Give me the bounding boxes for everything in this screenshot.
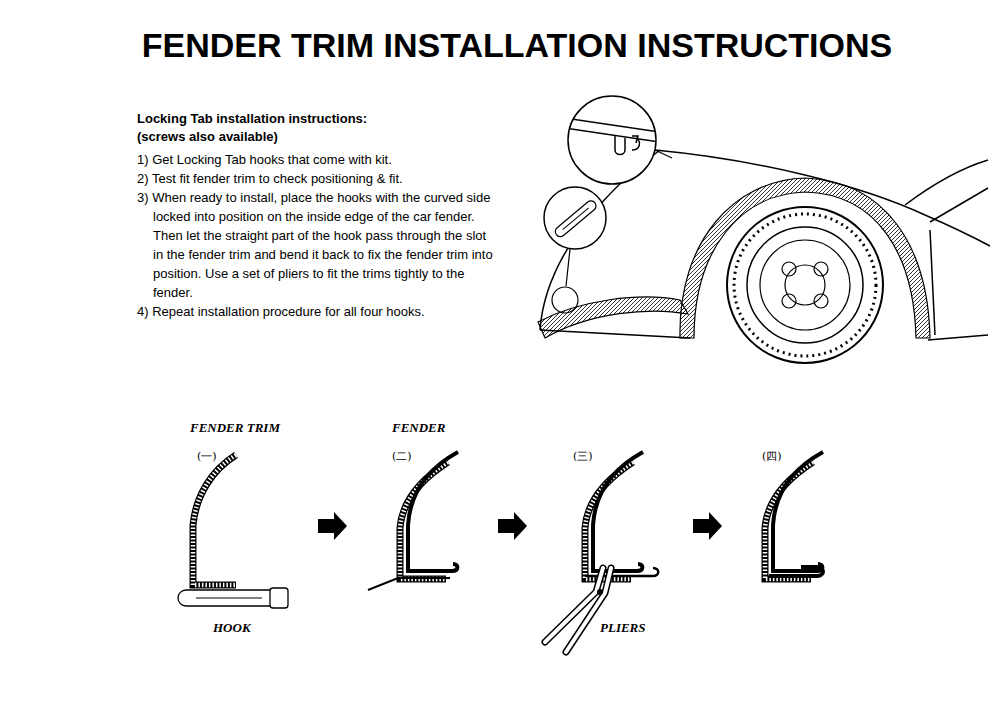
fender-section [773,452,823,571]
hole [782,294,796,308]
hook-symbol [553,199,598,239]
rim [747,227,863,343]
step-number: (三) [573,449,593,464]
trim-section [193,455,236,585]
hub [785,265,825,305]
hole [814,262,828,276]
hole [782,262,796,276]
sill-line [928,335,988,340]
hook-slot [196,598,262,599]
leader-line [566,249,570,286]
hook-part [368,578,450,590]
step-figure [585,452,658,579]
fender-edge [540,330,690,338]
instruction-step: 1) Get Locking Tab hooks that come with … [137,150,513,169]
detail-marker [552,287,578,313]
step-figure [178,455,288,608]
fender-trim [538,297,688,338]
hole [814,294,828,308]
fender-section [593,452,643,571]
hook-slot [563,208,589,230]
plier-handle [566,568,611,652]
arrow-head [632,136,638,143]
part-label: FENDER [392,420,445,436]
hook-symbol [615,136,625,155]
step-number: (一) [197,449,217,464]
tread [734,214,876,356]
instruction-heading: (screws also available) [137,128,278,146]
part-label: PLIERS [600,620,646,636]
fender-section [408,452,458,571]
hubcap [760,240,850,330]
plier-handle [566,568,611,652]
instruction-heading: Locking Tab installation instructions: [137,110,367,128]
plier-pivot [597,589,603,595]
detail-fender [565,118,660,155]
hook-part [585,568,658,576]
trim-hatch [193,455,236,585]
instruction-step: 3) When ready to install, place the hook… [137,188,498,302]
hook-tab [270,588,288,608]
hook-part [178,590,278,606]
step-number: (二) [392,449,412,464]
title: FENDER TRIM INSTALLATION INSTRUCTIONS [34,26,1000,65]
detail-circle [544,187,606,249]
pliers [545,568,611,652]
windshield-line [905,160,988,205]
step-arrow [498,512,527,540]
arrow-curve [632,138,639,150]
pillar-line [930,188,988,222]
fender-line [565,128,660,142]
door-line [930,230,935,335]
instruction-step: 2) Test fit fender trim to check positio… [137,169,513,188]
step-figure [765,452,823,579]
step-figure [368,452,458,590]
leader-line [655,150,672,158]
step-arrow [693,512,722,540]
tire [727,207,883,363]
part-label: FENDER TRIM [190,420,280,436]
step-number: (四) [762,449,782,464]
instruction-step: 4) Repeat installation procedure for all… [137,302,513,321]
wheel [727,207,883,363]
hook-bent [769,567,823,576]
detail-hook [553,199,598,239]
step-arrow [318,512,347,540]
part-label: HOOK [213,620,251,636]
